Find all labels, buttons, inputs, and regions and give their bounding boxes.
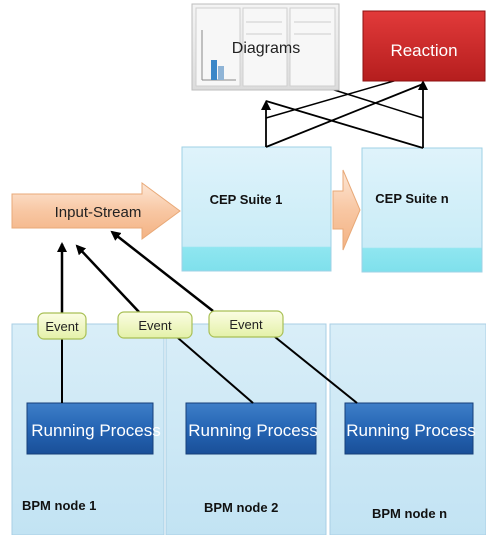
reaction-label: Reaction — [390, 41, 457, 60]
cep-suite-1-label: CEP Suite 1 — [210, 192, 283, 207]
bpm-node-label-n: BPM node n — [372, 506, 447, 521]
event-to-stream-arrows — [57, 230, 214, 313]
cep-suite-1-box: CEP Suite 1 — [181, 146, 332, 272]
running-process-box-2: Running Process — [185, 402, 318, 455]
running-process-box-1: Running Process — [26, 402, 161, 455]
event-label-1: Event — [45, 319, 79, 334]
reaction-box: Reaction — [362, 10, 486, 82]
cep-suite-n-label: CEP Suite n — [375, 191, 449, 206]
running-process-label-2: Running Process — [188, 421, 317, 440]
process-to-event-connectors — [61, 336, 358, 404]
suite-to-suite-arrow — [332, 169, 361, 251]
suite-to-output-arrows — [261, 80, 428, 149]
input-stream-arrow: Input-Stream — [11, 182, 181, 240]
bpm-node-label-2: BPM node 2 — [204, 500, 278, 515]
running-process-box-n: Running Process — [344, 402, 476, 455]
running-process-label-n: Running Process — [346, 421, 475, 440]
running-process-label-1: Running Process — [31, 421, 160, 440]
event-box-3: Event — [208, 310, 284, 338]
cep-suite-n-box: CEP Suite n — [361, 147, 483, 273]
diagrams-thumbnail: Diagrams — [191, 3, 340, 91]
event-box-2: Event — [117, 311, 193, 339]
event-label-2: Event — [138, 318, 172, 333]
diagrams-label: Diagrams — [232, 40, 300, 57]
input-stream-label: Input-Stream — [55, 204, 142, 221]
event-box-1: Event — [37, 312, 87, 340]
bpm-node-label-1: BPM node 1 — [22, 498, 96, 513]
event-label-3: Event — [229, 317, 263, 332]
